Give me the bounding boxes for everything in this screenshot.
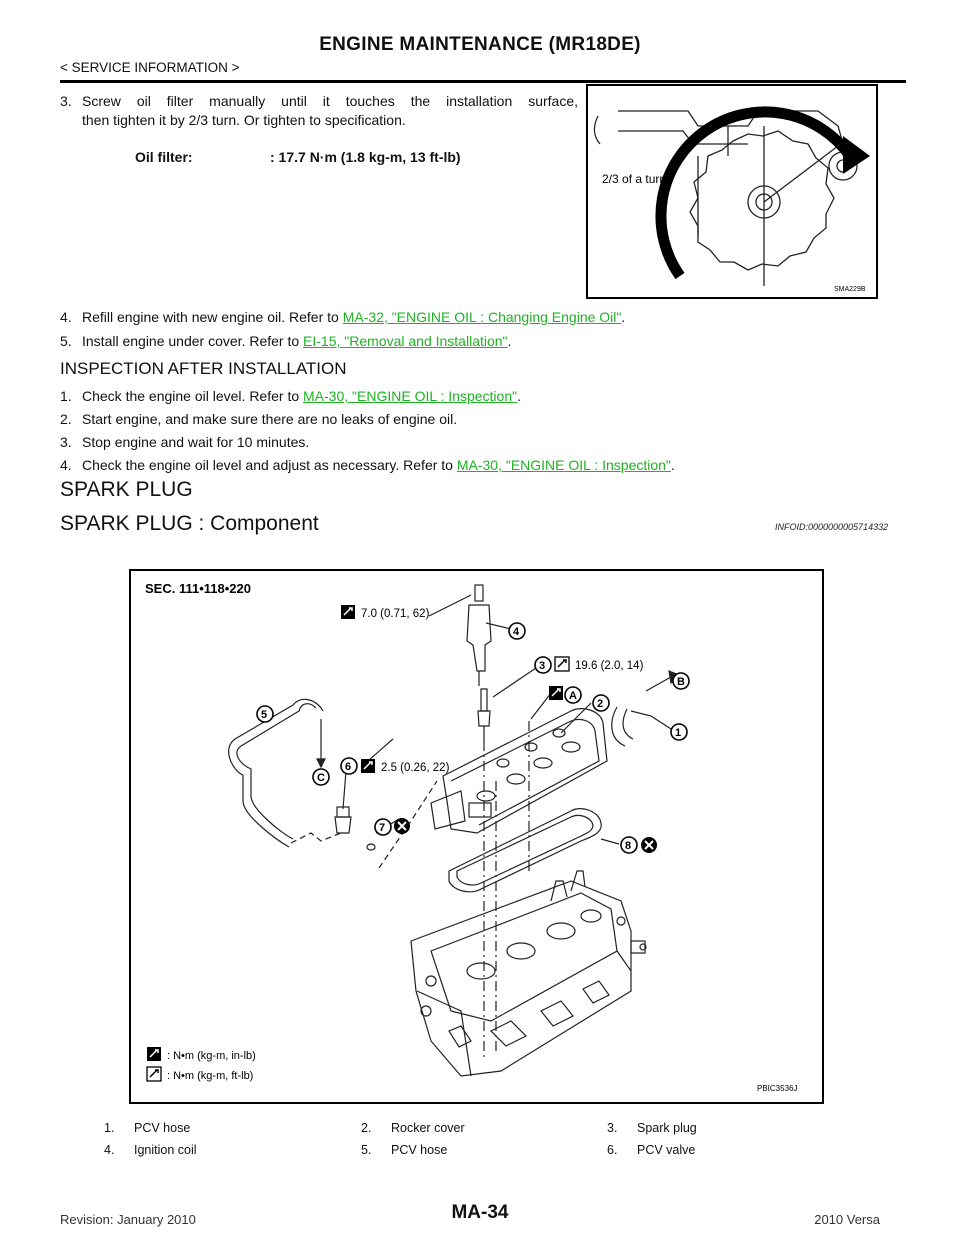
part-number: 2.	[361, 1121, 372, 1135]
revision-date: Revision: January 2010	[60, 1212, 196, 1227]
figure-caption: SMA229B	[834, 286, 866, 293]
callout-3: 3	[539, 660, 545, 672]
step-text: Refill engine with new engine oil. Refer…	[82, 309, 343, 325]
part-number: 3.	[607, 1121, 618, 1135]
torque-in-lb-icon	[549, 686, 563, 700]
step-number: 4.	[60, 457, 72, 473]
part-name: Spark plug	[637, 1121, 697, 1135]
step-end: .	[670, 457, 675, 473]
callout-7: 7	[379, 822, 385, 834]
section-subtitle: SPARK PLUG : Component	[60, 512, 319, 535]
step-number: 3.	[60, 93, 72, 109]
inspection-step-4: 4. Check the engine oil level and adjust …	[60, 456, 675, 475]
callout-C: C	[317, 772, 325, 784]
part-number: 1.	[104, 1121, 115, 1135]
link-engine-oil-inspection[interactable]: MA-30, "ENGINE OIL : Inspection"	[303, 388, 518, 404]
callout-A: B	[677, 676, 685, 688]
part-2: 2. Rocker cover	[361, 1121, 465, 1135]
step-4: 4. Refill engine with new engine oil. Ref…	[60, 308, 625, 327]
link-removal-installation[interactable]: EI-15, "Removal and Installation"	[303, 333, 508, 349]
oil-filter-figure: 2/3 of a turn SMA229B	[586, 84, 878, 299]
info-id: INFOID:0000000005714332	[775, 522, 889, 532]
step-number: 5.	[60, 333, 72, 349]
part-4: 4. Ignition coil	[104, 1143, 197, 1157]
step-5: 5. Install engine under cover. Refer to E…	[60, 332, 511, 351]
spark-plug-exploded-diagram: SEC. 111•118•220	[145, 581, 797, 1093]
header-rule	[60, 80, 906, 83]
link-changing-engine-oil[interactable]: MA-32, "ENGINE OIL : Changing Engine Oil…	[342, 309, 622, 325]
part-1: 1. PCV hose	[104, 1121, 190, 1135]
page-title: ENGINE MAINTENANCE (MR18DE)	[319, 34, 641, 55]
part-name: PCV hose	[391, 1143, 448, 1157]
torque-ft-lb-icon	[146, 1066, 162, 1082]
step-text: Check the engine oil level. Refer to	[82, 388, 304, 404]
figure-caption: PBIC3536J	[757, 1084, 797, 1093]
step-text: Install engine under cover. Refer to	[82, 333, 304, 349]
step-text: Screw oil filter manually until it touch…	[82, 93, 578, 109]
callout-2: 2	[597, 698, 603, 710]
inspection-step-2: 2. Start engine, and make sure there are …	[60, 410, 457, 429]
part-name: PCV valve	[637, 1143, 696, 1157]
legend-ft-lb: : N•m (kg-m, ft-lb)	[167, 1070, 253, 1082]
part-name: Rocker cover	[391, 1121, 465, 1135]
inspection-heading: INSPECTION AFTER INSTALLATION	[60, 359, 347, 378]
page-number: MA-34	[451, 1202, 509, 1223]
torque-ft-lb-icon	[554, 656, 570, 672]
part-number: 6.	[607, 1143, 618, 1157]
oil-filter-illustration: 2/3 of a turn SMA229B	[593, 106, 870, 293]
link-engine-oil-inspection-2[interactable]: MA-30, "ENGINE OIL : Inspection"	[456, 457, 671, 473]
part-number: 4.	[104, 1143, 115, 1157]
inspection-step-1: 1. Check the engine oil level. Refer to M…	[60, 387, 521, 406]
part-number: 5.	[361, 1143, 372, 1157]
part-name: PCV hose	[134, 1121, 191, 1135]
step-text: Start engine, and make sure there are no…	[82, 411, 458, 427]
step-text: Stop engine and wait for 10 minutes.	[82, 434, 310, 450]
inspection-step-3: 3. Stop engine and wait for 10 minutes.	[60, 433, 309, 452]
torque-value-coil: 7.0 (0.71, 62)	[361, 608, 430, 620]
part-name: Ignition coil	[134, 1143, 197, 1157]
sec-label: SEC. 111•118•220	[145, 581, 251, 596]
callout-B: A	[569, 690, 577, 702]
step-end: .	[517, 388, 521, 404]
replace-mark-icon	[641, 837, 657, 853]
step-number: 3.	[60, 434, 72, 450]
spec-value: : 17.7 N·m (1.8 kg-m, 13 ft-lb)	[270, 149, 461, 165]
callout-5: 5	[261, 709, 267, 721]
spark-plug-component-figure: SEC. 111•118•220	[129, 569, 824, 1104]
breadcrumb: < SERVICE INFORMATION >	[60, 60, 240, 75]
step-end: .	[621, 309, 626, 325]
torque-value-pcv-valve: 2.5 (0.26, 22)	[381, 762, 450, 774]
torque-in-lb-icon	[361, 759, 375, 773]
torque-in-lb-icon	[341, 605, 355, 619]
step-text: then tighten it by 2/3 turn. Or tighten …	[82, 112, 406, 128]
callout-8: 8	[625, 840, 631, 852]
part-6: 6. PCV valve	[607, 1143, 695, 1157]
turn-label: 2/3 of a turn	[602, 172, 666, 186]
part-3: 3. Spark plug	[607, 1121, 697, 1135]
step-number: 4.	[60, 309, 72, 325]
step-text: Check the engine oil level and adjust as…	[82, 457, 457, 473]
step-number: 1.	[60, 388, 72, 404]
step-3: 3. Screw oil filter manually until it to…	[60, 92, 580, 130]
torque-in-lb-icon	[147, 1047, 161, 1061]
callout-6: 6	[345, 761, 351, 773]
part-5: 5. PCV hose	[361, 1143, 447, 1157]
callout-4: 4	[513, 626, 520, 638]
torque-value-plug: 19.6 (2.0, 14)	[575, 660, 644, 672]
step-number: 2.	[60, 411, 72, 427]
legend-in-lb: : N•m (kg-m, in-lb)	[167, 1050, 256, 1062]
replace-mark-icon	[394, 818, 410, 834]
spec-label: Oil filter:	[135, 149, 193, 165]
callout-1: 1	[675, 727, 681, 739]
step-end: .	[507, 333, 512, 349]
model-year: 2010 Versa	[814, 1212, 880, 1227]
section-title: SPARK PLUG	[60, 478, 193, 501]
